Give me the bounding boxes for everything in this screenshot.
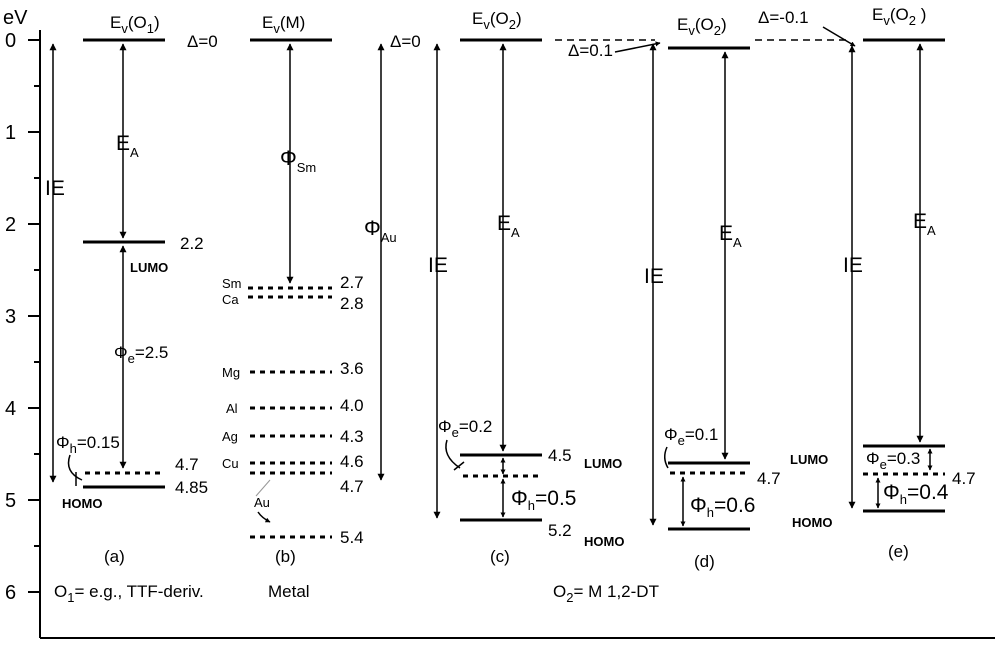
panel-a-bottom-label: O1= e.g., TTF-deriv. — [54, 582, 204, 605]
panel-b-name-sm: Sm — [222, 276, 242, 291]
panel-a-vacuum-label: Ev(O1) — [110, 13, 160, 36]
tick-label-0: 0 — [5, 30, 16, 52]
panel-c-phi-e-label: Φe=0.2 — [438, 417, 492, 440]
panel-a-phi-e-label: Φe=2.5 — [114, 343, 168, 366]
panel-b-value-au: 5.4 — [340, 528, 364, 547]
panel-e: Δ=-0.1 Ev(O2 ) IE EA LUMO Φe=0.3 4.7 Φh=… — [755, 5, 976, 561]
panel-a-phi-h-leader — [67, 454, 83, 481]
panel-e-phi-e-label: Φe=0.3 — [866, 449, 920, 472]
panel-c-lumo-label: LUMO — [584, 456, 622, 471]
panel-d-phi-e-label: Φe=0.1 — [664, 425, 718, 448]
panel-a-lumo-label: LUMO — [130, 260, 168, 275]
panel-e-homo-label: HOMO — [792, 515, 832, 530]
panel-a-homo-label: HOMO — [62, 496, 102, 511]
panel-b-name-ag: Ag — [222, 429, 238, 444]
panel-d-ea-label: EA — [719, 222, 742, 250]
panel-c-homo-label: HOMO — [584, 534, 624, 549]
panel-e-caption: (e) — [888, 542, 909, 561]
panel-a-ea-label: EA — [116, 132, 139, 160]
panel-d-phi-e-leader — [664, 446, 669, 469]
panel-e-delta: Δ=-0.1 — [758, 8, 809, 27]
panel-c-vacuum-label: Ev(O2) — [472, 9, 522, 32]
panel-b-name-au: Au — [254, 495, 270, 510]
panel-b-value-ca: 2.8 — [340, 294, 364, 313]
au-phi-label: ΦAu — [364, 217, 397, 245]
panel-d-bottom-label: O2= M 1,2-DT — [553, 582, 659, 605]
minor-ticks — [34, 85, 40, 547]
panel-a: Ev(O1) Δ=0 IE EA 2.2 LUMO Φe=2.5 4.7 4.8… — [45, 13, 218, 605]
panel-b-au-leader-grey — [255, 479, 271, 497]
panel-d-vacuum-label: Ev(O2) — [677, 15, 727, 38]
energy-axis: eV 0 1 2 3 4 5 6 — [3, 7, 995, 639]
panel-b-name-al: Al — [226, 401, 238, 416]
major-ticks — [28, 39, 40, 593]
tick-label-3: 3 — [5, 306, 16, 328]
panel-d-delta: Δ=0.1 — [568, 41, 613, 60]
axis-unit: eV — [3, 7, 28, 29]
panel-e-vacuum-label: Ev(O2 ) — [872, 5, 926, 28]
panel-a-ie-label: IE — [45, 177, 65, 200]
panel-e-delta-pointer — [822, 26, 856, 47]
panel-b-value-sm: 2.7 — [340, 273, 364, 292]
panel-b: Ev(M) ΦSm Sm 2.7 Ca 2.8 Mg 3.6 Al 4.0 Ag… — [222, 13, 364, 601]
panel-a-caption: (a) — [104, 547, 125, 566]
au-workfunction: Δ=0 ΦAu — [364, 32, 421, 481]
tick-label-2: 2 — [5, 214, 16, 236]
panel-a-dotted-value: 4.7 — [175, 455, 199, 474]
tick-label-5: 5 — [5, 490, 16, 512]
panel-e-lumo-label: LUMO — [790, 452, 828, 467]
panel-e-ea-label: EA — [913, 210, 936, 238]
panel-c-ea-label: EA — [497, 212, 520, 240]
panel-d-phi-h-label: Φh=0.6 — [690, 494, 755, 520]
panel-e-ie-label: IE — [843, 254, 863, 277]
panel-b-value-cu: 4.6 — [340, 452, 364, 471]
tick-label-1: 1 — [5, 122, 16, 144]
panel-b-au-leader — [257, 511, 271, 523]
panel-d-ie-label: IE — [644, 265, 664, 288]
panel-c-phi-e-tick — [453, 461, 465, 471]
panel-a-delta: Δ=0 — [187, 32, 218, 51]
panel-c-phi-h-label: Φh=0.5 — [511, 487, 576, 513]
panel-b-vacuum-label: Ev(M) — [262, 13, 305, 36]
panel-b-name-mg: Mg — [222, 365, 240, 380]
panel-b-name-ca: Ca — [222, 292, 239, 307]
panel-a-phi-h-label: Φh=0.15 — [56, 433, 120, 456]
panel-b-phi-sm-label: ΦSm — [280, 147, 316, 175]
panel-b-value-47: 4.7 — [340, 477, 364, 496]
panel-b-value-ag: 4.3 — [340, 427, 364, 446]
panel-b-value-al: 4.0 — [340, 396, 364, 415]
panel-c-homo-value: 5.2 — [548, 521, 572, 540]
panel-c-caption: (c) — [490, 547, 510, 566]
panel-b-caption: (b) — [275, 547, 296, 566]
panel-b-bottom-label: Metal — [268, 582, 310, 601]
tick-label-6: 6 — [5, 582, 16, 604]
panel-a-lumo-value: 2.2 — [180, 234, 204, 253]
tick-label-4: 4 — [5, 398, 16, 420]
panel-a-homo-value: 4.85 — [175, 478, 208, 497]
panel-d-caption: (d) — [694, 552, 715, 571]
panel-c: Ev(O2) IE EA Φe=0.2 4.5 LUMO Φh=0.5 5.2 … — [428, 9, 624, 566]
au-delta: Δ=0 — [390, 32, 421, 51]
panel-c-phi-e-leader — [445, 439, 461, 469]
panel-d-dotted-value: 4.7 — [757, 469, 781, 488]
panel-e-dotted-value: 4.7 — [952, 469, 976, 488]
panel-b-value-mg: 3.6 — [340, 359, 364, 378]
panel-b-name-cu: Cu — [222, 456, 239, 471]
panel-c-lumo-value: 4.5 — [548, 446, 572, 465]
panel-d: Δ=0.1 Ev(O2) IE EA Φe=0.1 4.7 Φh=0.6 (d)… — [553, 15, 781, 605]
panel-c-ie-label: IE — [428, 254, 448, 277]
panel-e-phi-h-label: Φh=0.4 — [883, 481, 949, 507]
